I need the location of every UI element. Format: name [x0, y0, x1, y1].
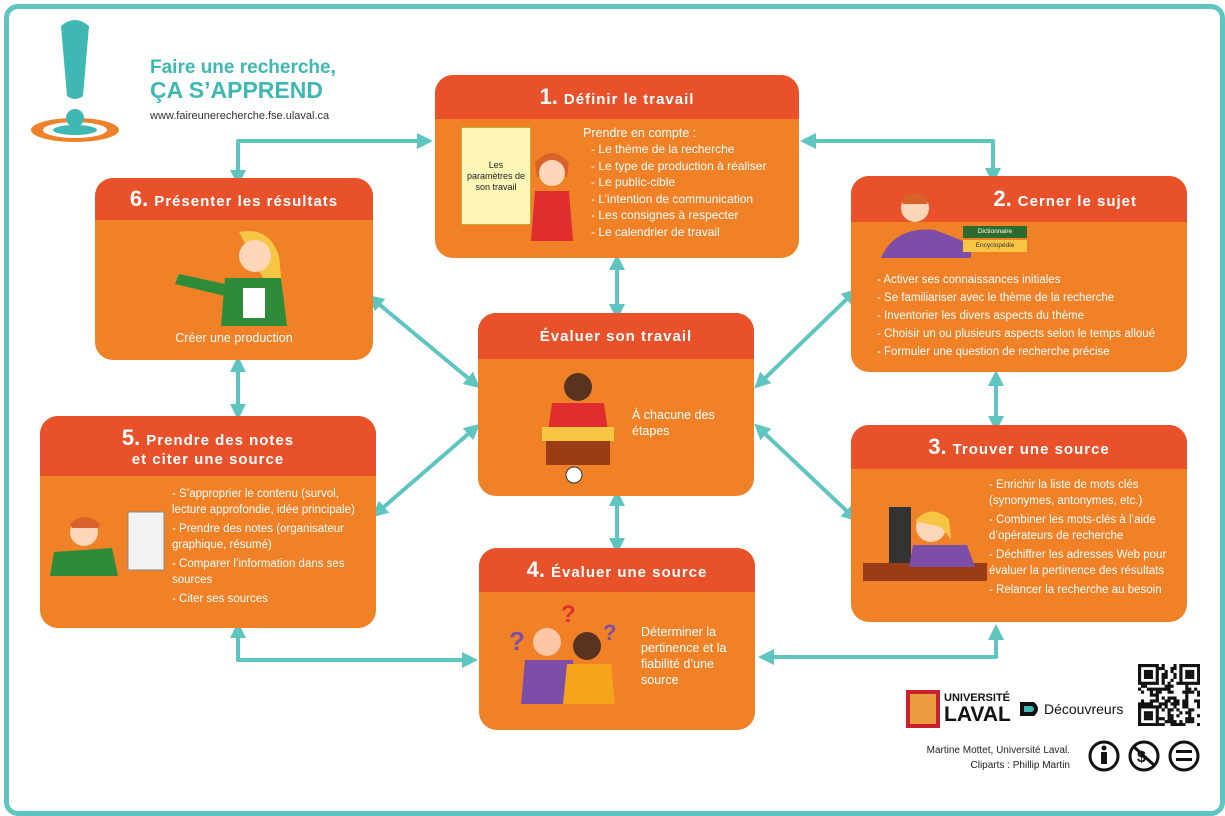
step1-header: 1. Définir le travail [435, 75, 799, 119]
boy-reading-clipart-icon [881, 193, 971, 258]
girl-computer-clipart-icon [863, 507, 987, 581]
step1-number: 1. [539, 84, 558, 109]
center-box: Évaluer son travail À chacune des étapes [478, 313, 754, 496]
arrow-3-4 [758, 624, 1004, 665]
step4-number: 4. [526, 557, 545, 582]
step6-text: Créer une production [175, 331, 293, 345]
center-title: Évaluer son travail [539, 327, 693, 345]
step1-list: Le thème de la rechercheLe type de produ… [591, 141, 766, 240]
ulaval-line2: LAVAL [944, 703, 1011, 726]
credit-line2: Cliparts : Phillip Martin [970, 760, 1070, 771]
step6-title: Présenter les résultats [154, 193, 339, 210]
center-text: À chacune des étapes [632, 408, 715, 438]
boy-computer-clipart-icon [50, 511, 165, 576]
brand-title: Faire une recherche, ÇA S’APPREND [150, 56, 336, 102]
arrow-1-2 [800, 133, 1001, 184]
s2-item: Inventorier les divers aspects du thème [877, 307, 1155, 325]
step2-number: 2. [993, 186, 1012, 211]
s1-item: Le type de production à réaliser [591, 158, 766, 175]
svg-text:$: $ [1137, 749, 1146, 766]
qr-code-icon[interactable] [1138, 664, 1200, 726]
step6-box: 6. Présenter les résultats Créer une prod… [95, 178, 373, 360]
s5-item: Citer ses sources [172, 591, 372, 607]
step5-title-line1: Prendre des notes [146, 431, 295, 449]
step1-title: Définir le travail [563, 91, 695, 108]
arrow-3-center [754, 423, 858, 522]
s3-item: Déchiffrer les adresses Web pour évaluer… [989, 547, 1179, 579]
step4-box: 4. Évaluer une source ? ? ? Déterminer la… [479, 548, 755, 730]
step6-header: 6. Présenter les résultats [95, 178, 373, 220]
step5-number: 5. [121, 424, 141, 450]
decouvreurs-logo: Découvreurs [1044, 701, 1124, 717]
step4-header: 4. Évaluer une source [479, 548, 755, 592]
decouvreurs-logo-icon [1020, 702, 1038, 716]
center-header: Évaluer son travail [478, 313, 754, 359]
step3-header: 3. Trouver une source [851, 425, 1187, 469]
step6-number: 6. [129, 186, 149, 211]
cc-nd-icon [1168, 740, 1200, 772]
ulaval-line1: UNIVERSITÉ [944, 692, 1011, 704]
s1-item: Le calendrier de travail [591, 224, 766, 241]
step4-title: Évaluer une source [550, 564, 708, 581]
step1-box: 1. Définir le travail Les paramètres de s… [435, 75, 799, 258]
s1-item: Le public-cible [591, 174, 766, 191]
s5-item: Comparer l’information dans ses sources [172, 556, 372, 588]
cc-by-icon [1088, 740, 1120, 772]
credits: Martine Mottet, Université Laval. Clipar… [898, 743, 1070, 773]
s5-item: Prendre des notes (organisateur graphiqu… [172, 521, 372, 553]
cc-nc-icon: $ [1128, 740, 1160, 772]
arrow-6-center [367, 294, 481, 389]
step5-box: 5.Prendre des notes et citer une source … [40, 416, 376, 628]
boy-thinking-clipart-icon [542, 373, 614, 484]
step3-box: 3. Trouver une source Enrichir la liste d… [851, 425, 1187, 622]
s2-item: Activer ses connaissances initiales [877, 271, 1155, 289]
license-icons: $ [1088, 740, 1200, 772]
document-clipart: Les paramètres de son travail [461, 127, 531, 225]
s2-item: Formuler une question de recherche préci… [877, 343, 1155, 361]
ulaval-logo: UNIVERSITÉ LAVAL [944, 692, 1011, 726]
exclamation-logo-icon [31, 20, 119, 142]
step4-text: Déterminer la pertinence et la fiabilité… [641, 625, 727, 687]
dictionary-book: Dictionnaire [963, 226, 1027, 238]
brand-title-line2: ÇA S’APPREND [150, 77, 323, 103]
kids-questioning-clipart-icon: ? ? ? [509, 601, 616, 704]
girl-presenting-clipart-icon [175, 231, 287, 326]
s5-item: S’approprier le contenu (survol, lecture… [172, 486, 372, 518]
s1-item: L’intention de communication [591, 191, 766, 208]
girl-clipart-icon [531, 153, 573, 241]
s3-item: Combiner les mots-clés à l’aide d’opérat… [989, 512, 1179, 544]
arrow-1-6 [230, 133, 433, 186]
credit-line1: Martine Mottet, Université Laval. [926, 745, 1070, 756]
s3-item: Enrichir la liste de mots clés (synonyme… [989, 477, 1179, 509]
s2-item: Se familiariser avec le thème de la rech… [877, 289, 1155, 307]
step2-box: 2. Cerner le sujet Dictionnaire Encyclopé… [851, 176, 1187, 372]
step2-list: Activer ses connaissances initialesSe fa… [877, 271, 1155, 361]
step3-list: Enrichir la liste de mots clés (synonyme… [989, 477, 1179, 601]
step3-number: 3. [928, 434, 947, 459]
svg-text:?: ? [603, 620, 616, 645]
step5-header: 5. Prendre des notes et citer une source [40, 416, 376, 476]
arrow-5-center [371, 423, 481, 518]
step5-list: S’approprier le contenu (survol, lecture… [172, 486, 372, 610]
s3-item: Relancer la recherche au besoin [989, 582, 1179, 598]
brand-url[interactable]: www.faireunerecherche.fse.ulaval.ca [150, 110, 330, 122]
step5-title-line2: et citer une source [131, 450, 285, 468]
brand-title-line1: Faire une recherche, [150, 57, 336, 78]
s2-item: Choisir un ou plusieurs aspects selon le… [877, 325, 1155, 343]
encyclopedia-book: Encyclopédie [963, 240, 1027, 252]
step1-intro: Prendre en compte : [583, 126, 697, 140]
arrow-5-4 [230, 622, 478, 668]
document-label: Les paramètres de son travail [466, 159, 526, 192]
step3-title: Trouver une source [952, 441, 1110, 458]
step2-title: Cerner le sujet [1017, 193, 1137, 210]
ulaval-crest-icon [906, 690, 940, 728]
arrow-2-center [754, 288, 858, 389]
s1-item: Les consignes à respecter [591, 207, 766, 224]
svg-text:?: ? [561, 601, 576, 628]
s1-item: Le thème de la recherche [591, 141, 766, 158]
page-frame [4, 4, 1225, 816]
svg-text:?: ? [509, 626, 525, 656]
